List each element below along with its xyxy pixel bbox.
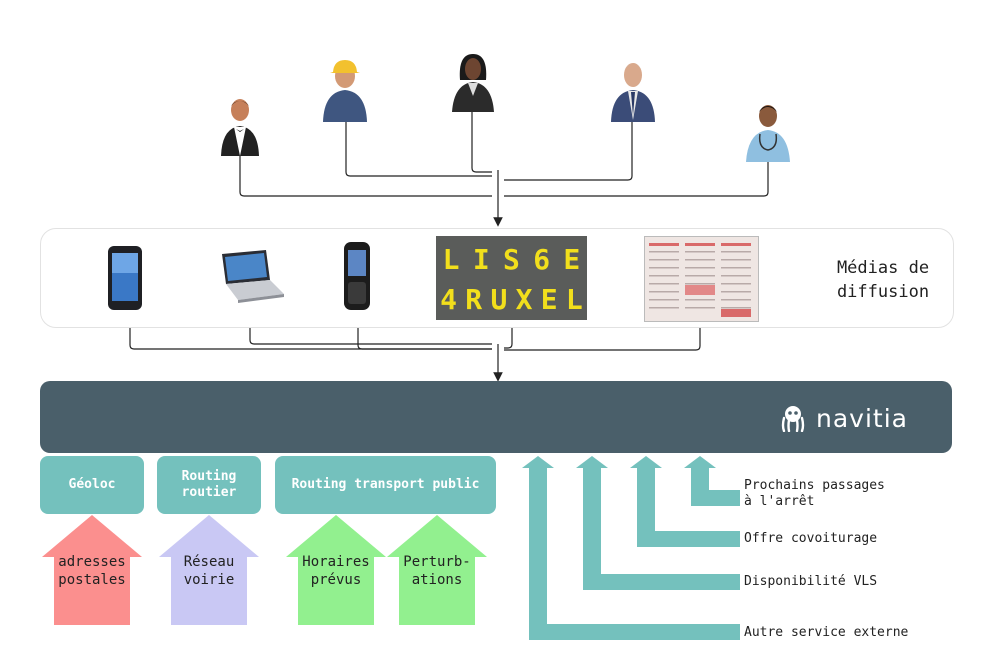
source-label-line1: adresses — [58, 554, 126, 570]
arrow-body — [171, 555, 247, 625]
arrow-body — [399, 555, 475, 625]
users-to-media-lines — [239, 110, 769, 227]
source-label-line1: Perturb- — [403, 554, 471, 570]
arrow-head — [159, 515, 259, 557]
source-label-line2: postales — [58, 572, 126, 588]
external-covoiturage: Offre covoiturage — [744, 531, 878, 546]
source-label: Réseau voirie — [159, 553, 259, 589]
service-routing-routier-line2: routier — [181, 485, 237, 500]
navitia-brand-text: navitia — [816, 403, 908, 433]
smartphone-icon — [108, 246, 142, 310]
external-arrows — [522, 456, 740, 640]
timetable-poster-graphic — [649, 243, 751, 317]
board-char: L — [565, 282, 583, 316]
board-char: U — [490, 282, 508, 316]
external-prochains-passages: Prochains passages à l'arrêt — [744, 478, 885, 510]
service-routing-routier: Routing routier — [157, 456, 261, 514]
external-vls: Disponibilité VLS — [744, 574, 878, 589]
arrow-body — [298, 555, 374, 625]
board-row-bottom: 4 R U X E L — [436, 280, 587, 318]
timetable-poster — [644, 236, 759, 322]
construction-worker-icon — [323, 60, 367, 122]
arrow-head — [387, 515, 487, 557]
source-label: Horaires prévus — [286, 553, 386, 589]
source-label-line2: ations — [411, 572, 463, 588]
source-horaires-prevus: Horaires prévus — [286, 515, 386, 625]
external-prochains-line1: Prochains passages — [744, 478, 885, 493]
source-label-line1: Horaires — [302, 554, 370, 570]
source-reseau-voirie: Réseau voirie — [159, 515, 259, 625]
service-geoloc-label: Géoloc — [68, 477, 116, 492]
doctor-icon — [746, 105, 790, 162]
departure-board: L I S 6 E 4 R U X E L — [436, 236, 587, 320]
board-char: X — [515, 282, 533, 316]
board-char: E — [563, 242, 581, 276]
waiter-icon — [221, 99, 259, 156]
service-routing-routier-line1: Routing — [181, 469, 237, 484]
arrow-body — [54, 555, 130, 625]
external-autre-service: Autre service externe — [744, 625, 909, 640]
board-char: R — [465, 282, 483, 316]
businessman-icon — [611, 63, 655, 122]
board-char: I — [472, 242, 490, 276]
media-to-navitia-lines — [129, 304, 701, 382]
board-char: 6 — [533, 242, 551, 276]
service-routing-transport-public: Routing transport public — [275, 456, 496, 514]
service-routing-tp-label: Routing transport public — [291, 477, 480, 492]
service-geoloc: Géoloc — [40, 456, 144, 514]
source-adresses-postales: adresses postales — [42, 515, 142, 625]
external-prochains-line2: à l'arrêt — [744, 494, 815, 509]
board-char: S — [503, 242, 520, 276]
source-perturbations: Perturb- ations — [387, 515, 487, 625]
board-char: 4 — [440, 282, 457, 316]
media-label-line2: diffusion — [836, 282, 930, 302]
arrow-head — [286, 515, 386, 557]
media-label: Médias de diffusion — [818, 256, 948, 304]
board-row-top: L I S 6 E — [436, 240, 587, 278]
source-label: adresses postales — [42, 553, 142, 589]
source-label-line2: voirie — [183, 572, 235, 588]
arrow-head — [42, 515, 142, 557]
source-label: Perturb- ations — [387, 553, 487, 589]
mobile-phone-icon — [344, 242, 370, 310]
navitia-logo: navitia — [780, 400, 908, 436]
source-label-line1: Réseau — [183, 554, 235, 570]
board-char: L — [442, 242, 460, 276]
media-label-line1: Médias de — [836, 258, 930, 278]
octopus-icon — [781, 406, 805, 432]
source-label-line2: prévus — [310, 572, 362, 588]
laptop-icon — [222, 250, 284, 303]
businesswoman-icon — [452, 54, 494, 112]
board-char: E — [540, 282, 558, 316]
